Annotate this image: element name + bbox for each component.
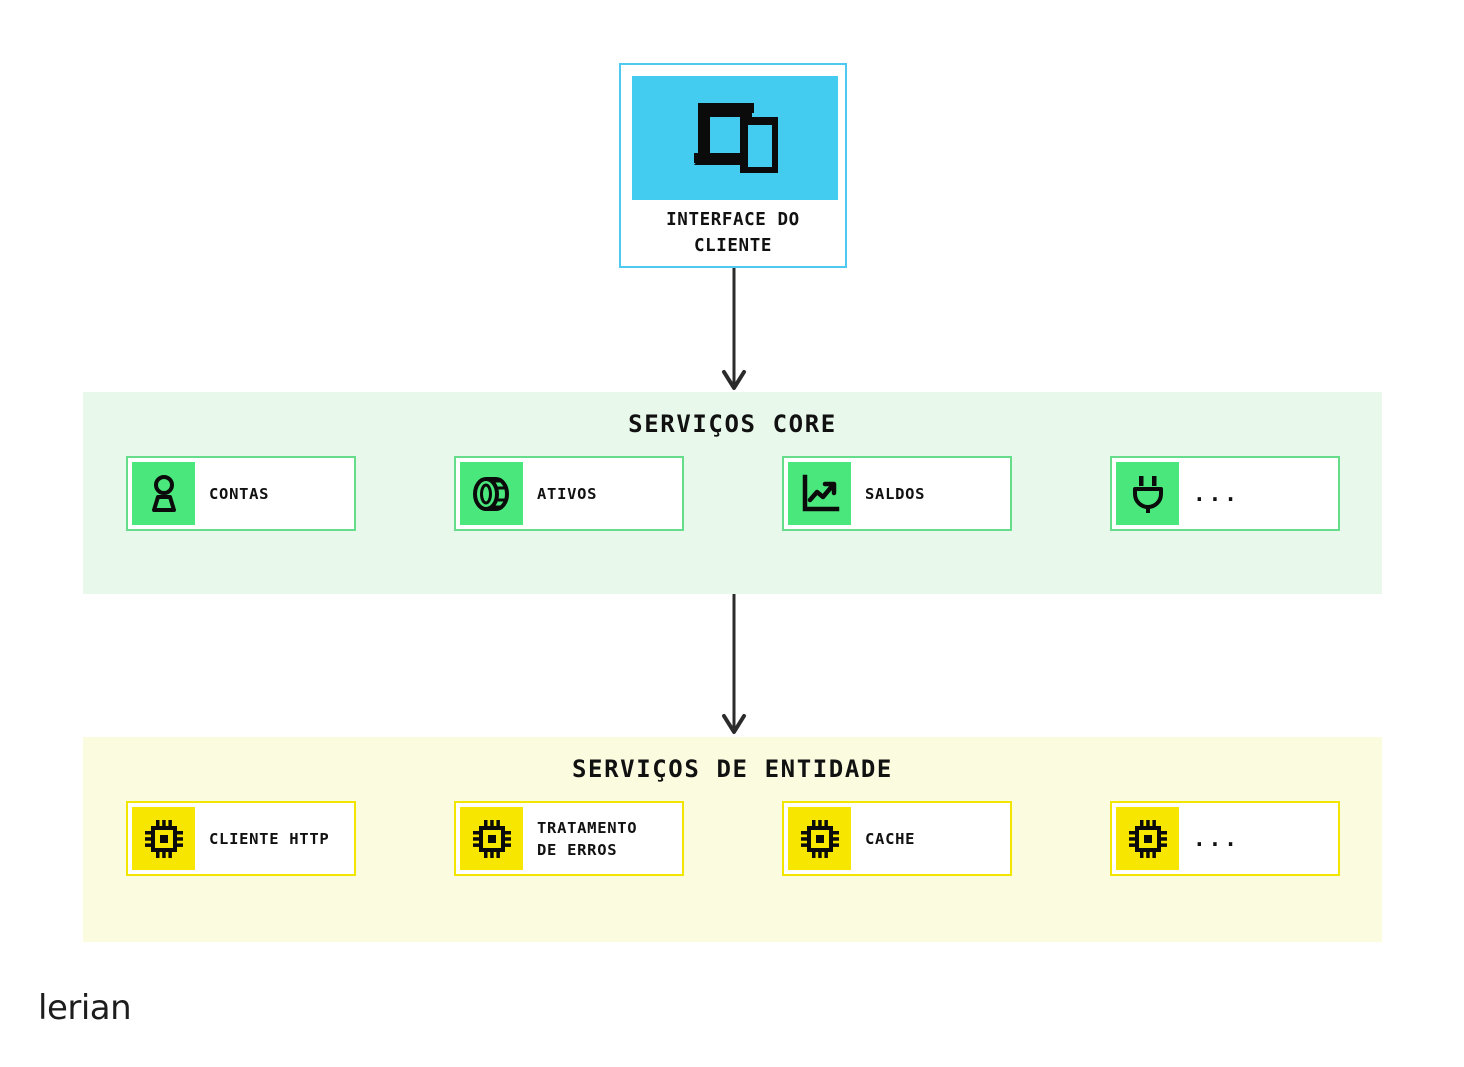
- service-card-saldos[interactable]: SALDOS: [782, 456, 1012, 531]
- service-card-label: ...: [1193, 826, 1240, 851]
- person-icon: [132, 462, 195, 525]
- service-card-cache[interactable]: CACHE: [782, 801, 1012, 876]
- coins-icon: [460, 462, 523, 525]
- core-services-layer: SERVIÇOS CORE CONTAS ATIVOS: [83, 392, 1382, 594]
- client-interface-node[interactable]: INTERFACE DO CLIENTE: [619, 63, 847, 268]
- service-card-label: CACHE: [865, 829, 916, 848]
- chip-icon: [460, 807, 523, 870]
- entity-services-card-row: CLIENTE HTTP TRATAMENTO DE ERROS: [126, 801, 1341, 876]
- service-card-label: TRATAMENTO DE ERROS: [537, 818, 638, 859]
- service-card-label: SALDOS: [865, 484, 926, 503]
- service-card-label: ATIVOS: [537, 484, 598, 503]
- service-card-tratamento-de-erros[interactable]: TRATAMENTO DE ERROS: [454, 801, 684, 876]
- client-icon-plate: [632, 76, 838, 200]
- entity-services-title: SERVIÇOS DE ENTIDADE: [572, 755, 893, 783]
- service-card-label: CONTAS: [209, 484, 270, 503]
- service-card-contas[interactable]: CONTAS: [126, 456, 356, 531]
- chip-icon: [1116, 807, 1179, 870]
- lerian-logo: lerian: [38, 988, 132, 1028]
- service-card-label: CLIENTE HTTP: [209, 829, 330, 848]
- devices-icon: [692, 99, 780, 177]
- plug-icon: [1116, 462, 1179, 525]
- core-services-card-row: CONTAS ATIVOS SALDOS: [126, 456, 1341, 531]
- service-card-cliente-http[interactable]: CLIENTE HTTP: [126, 801, 356, 876]
- service-card-ativos[interactable]: ATIVOS: [454, 456, 684, 531]
- chip-icon: [788, 807, 851, 870]
- entity-services-layer: SERVIÇOS DE ENTIDADE CLIENTE HTTP: [83, 737, 1382, 942]
- connector-core-to-entity: [711, 594, 757, 736]
- service-card-more-entity[interactable]: ...: [1110, 801, 1340, 876]
- line-chart-icon: [788, 462, 851, 525]
- client-interface-label: INTERFACE DO CLIENTE: [666, 210, 800, 256]
- connector-client-to-core: [711, 268, 757, 392]
- service-card-more-core[interactable]: ...: [1110, 456, 1340, 531]
- service-card-label: ...: [1193, 481, 1240, 506]
- core-services-title: SERVIÇOS CORE: [628, 410, 837, 438]
- chip-icon: [132, 807, 195, 870]
